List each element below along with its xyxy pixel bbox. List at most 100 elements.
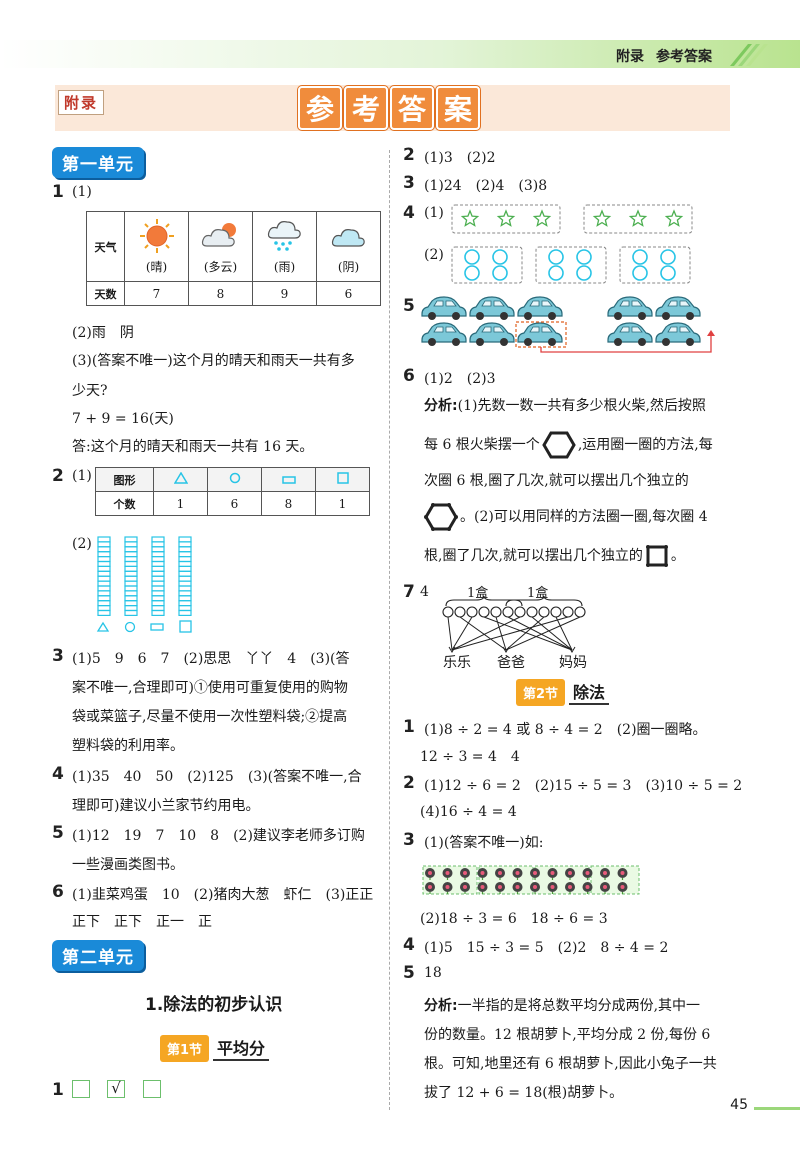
ring-icon — [492, 265, 508, 281]
block-cell — [151, 565, 165, 572]
row-label: 图形 — [95, 467, 154, 492]
flower-icon — [442, 882, 453, 894]
ball-icon — [442, 606, 454, 618]
block-cell — [97, 556, 111, 563]
pairing-diagram — [442, 596, 586, 653]
row-label: 天气 — [86, 211, 125, 282]
flower-icon — [600, 882, 610, 894]
rectangle-icon — [150, 623, 164, 631]
triangle-icon — [173, 471, 188, 484]
block-cell — [97, 575, 111, 582]
ball-icon — [502, 606, 514, 618]
square-cell — [315, 467, 370, 492]
block-cell — [97, 541, 111, 548]
star-icon — [532, 209, 552, 227]
ring-icon — [464, 249, 480, 265]
question-number: 4 — [52, 764, 64, 784]
person-label: 爸爸 — [497, 655, 525, 671]
answer-box — [72, 1080, 90, 1098]
block-cell — [124, 541, 138, 548]
block-cell — [178, 600, 192, 607]
pair-arrow — [451, 616, 473, 651]
answer-line: 7 + 9 = 16(天) — [72, 411, 174, 427]
answer-line: (1)12 ÷ 6 = 2 (2)15 ÷ 5 = 3 (3)10 ÷ 5 = … — [424, 778, 743, 794]
answer-line: 塑料袋的利用率。 — [72, 738, 184, 754]
page-title: 参 考 答 案 — [298, 86, 480, 130]
rectangle-icon — [281, 475, 296, 484]
answer-box-checked: √ — [107, 1080, 125, 1098]
chapter-title: 1.除法的初步认识 — [145, 995, 283, 1015]
star-icon — [592, 209, 612, 227]
weather-caption: (多云) — [203, 260, 238, 274]
answer-line: (2)18 ÷ 3 = 6 18 ÷ 6 = 3 — [420, 911, 608, 927]
answer-line: 12 ÷ 3 = 4 4 — [420, 749, 520, 765]
ring-icon — [548, 265, 564, 281]
answer-line: 18 — [424, 965, 442, 981]
ring-icon — [660, 265, 676, 281]
section-name: 除法 — [569, 679, 610, 705]
flower-icon — [565, 882, 575, 894]
block-cell — [97, 585, 111, 592]
block-graph — [96, 536, 192, 633]
box-label: 1盒 — [467, 586, 489, 601]
question-number: 6 — [52, 882, 64, 902]
section-tag: 第2节 — [516, 678, 566, 706]
section-heading-1: 第1节 平均分 — [160, 1034, 270, 1062]
answer-line: (2)雨 阴 — [72, 325, 134, 341]
column-divider — [389, 150, 390, 1110]
analysis-line: 根。可知,地里还有 6 根胡萝卜,因此小兔子一共 — [424, 1056, 717, 1072]
car-icon — [607, 322, 653, 346]
car-icon — [469, 322, 515, 346]
block-cell — [151, 604, 165, 612]
circle-icon — [229, 472, 240, 484]
table-cell: 1 — [153, 491, 208, 516]
weather-caption: (晴) — [145, 260, 168, 274]
answer-line: 正下 正下 正一 正 — [72, 914, 212, 930]
block-cell — [151, 595, 165, 602]
pair-arrow — [495, 616, 507, 651]
star-icon — [460, 209, 480, 227]
circle-icon — [124, 621, 136, 633]
question-number: 5 — [52, 823, 64, 843]
flower-icon — [442, 868, 453, 880]
block-cell — [151, 560, 165, 568]
square-icon — [179, 620, 192, 633]
question-number: 6 — [403, 366, 415, 386]
box-label: 1盒 — [527, 586, 549, 601]
block-cell — [97, 595, 111, 602]
person-label: 妈妈 — [559, 655, 587, 671]
flower-icon — [547, 868, 558, 880]
block-cell — [151, 600, 165, 607]
part-label: (1) — [72, 184, 92, 200]
block-cell — [178, 595, 192, 602]
question-number: 1 — [52, 1080, 64, 1100]
answer-line: (1)12 19 7 10 8 (2)建议李老师多订购 — [72, 828, 365, 844]
row-label: 个数 — [95, 491, 154, 516]
triangle-cell — [153, 467, 208, 492]
block-cell — [178, 580, 192, 587]
unit-badge-1: 第一单元 — [52, 147, 144, 178]
pair-arrow — [531, 616, 573, 651]
page-number-line — [754, 1107, 800, 1110]
flower-icon — [495, 868, 505, 880]
flower-icon — [582, 868, 593, 880]
row-label: 天数 — [86, 281, 125, 306]
ball-icon — [562, 606, 574, 618]
flower-group-box — [590, 865, 640, 895]
block-cell — [124, 565, 138, 572]
block-cell — [151, 575, 165, 582]
rain-icon — [267, 221, 301, 251]
block-cell — [178, 560, 192, 568]
pair-arrow — [459, 616, 507, 651]
table-cell: 9 — [252, 281, 317, 306]
flower-icon — [477, 882, 488, 894]
question-number: 4 — [403, 935, 415, 955]
pair-arrow — [483, 616, 573, 651]
flower-icon — [477, 868, 488, 880]
question-number: 1 — [52, 182, 64, 202]
block-cell — [151, 590, 165, 597]
analysis-line: 每 6 根火柴摆一个,运用圈一圈的方法,每 — [424, 431, 713, 459]
answer-line: (1)韭菜鸡蛋 10 (2)猪肉大葱 虾仁 (3)正正 — [72, 887, 374, 903]
block-cell — [178, 541, 192, 548]
answer-line: 少天? — [72, 383, 108, 399]
